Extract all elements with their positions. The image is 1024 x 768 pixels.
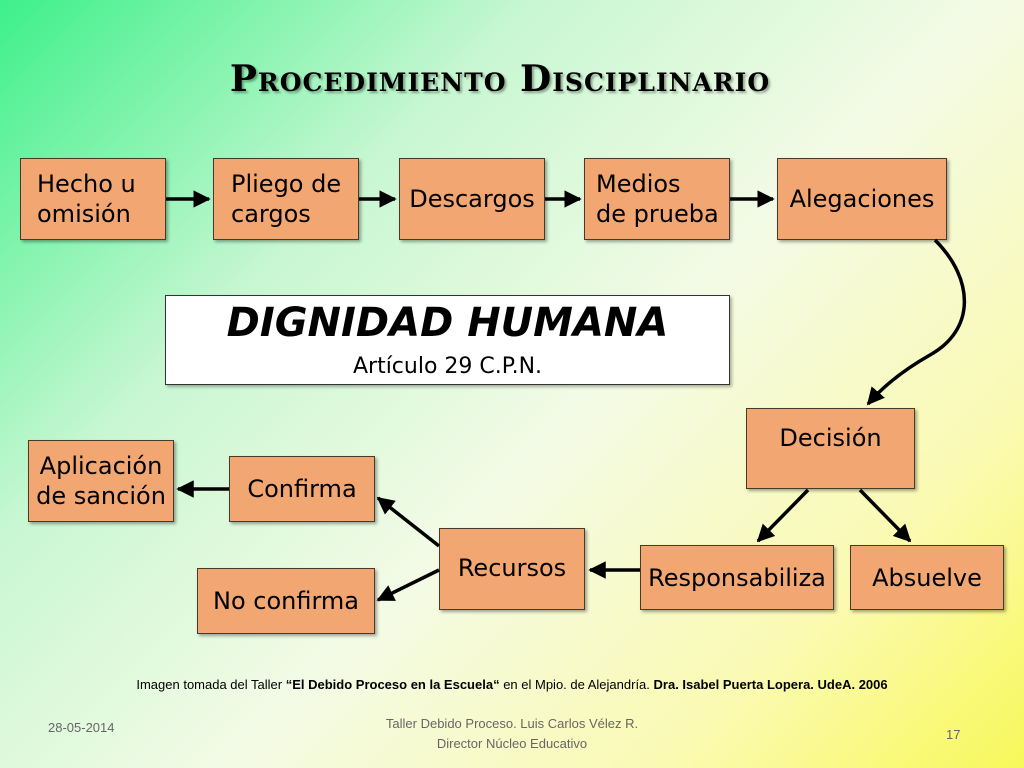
node-no-confirma: No confirma [197, 568, 375, 634]
node-descargos: Descargos [399, 158, 545, 240]
footer-center: Taller Debido Proceso. Luis Carlos Vélez… [312, 714, 712, 753]
footer-date: 28-05-2014 [48, 720, 115, 735]
node-label: No confirma [212, 587, 359, 615]
node-label: Confirma [247, 475, 357, 503]
caption-author: Dra. Isabel Puerta Lopera. UdeA. 2006 [653, 677, 888, 692]
caption-text: Imagen tomada del Taller [136, 677, 286, 692]
node-label: Aplicación de sanción [36, 452, 166, 510]
node-label: Hecho u omisión [37, 170, 136, 228]
slide-number: 17 [946, 727, 961, 742]
node-label: Descargos [409, 185, 535, 213]
caption-text: en el Mpio. de Alejandría. [499, 677, 654, 692]
node-recursos: Recursos [439, 528, 585, 610]
node-label: Decisión [779, 424, 882, 452]
node-label: Pliego de cargos [231, 170, 342, 228]
footer-line-1: Taller Debido Proceso. Luis Carlos Vélez… [385, 716, 639, 731]
node-label: Responsabiliza [648, 563, 826, 592]
node-responsabiliza: Responsabiliza [640, 545, 834, 610]
node-label: Alegaciones [789, 185, 935, 213]
footer-line-2: Director Núcleo Educativo [436, 735, 588, 751]
arrow-alegaciones-to-decision [866, 238, 967, 406]
article-reference: Artículo 29 C.P.N. [352, 354, 543, 379]
dignidad-humana-heading: DIGNIDAD HUMANA [226, 300, 669, 346]
arrow-recursos-to-confirma [376, 496, 441, 548]
image-credit-caption: Imagen tomada del Taller “El Debido Proc… [0, 677, 1024, 692]
slide-title: Procedimiento Disciplinario [229, 58, 771, 100]
node-aplicacion-de-sancion: Aplicación de sanción [28, 440, 174, 522]
caption-workshop-title: “El Debido Proceso en la Escuela“ [285, 677, 500, 692]
node-medios-de-prueba: Medios de prueba [584, 158, 730, 240]
dignidad-humana-box: DIGNIDAD HUMANA Artículo 29 C.P.N. [165, 295, 730, 385]
node-absuelve: Absuelve [850, 545, 1004, 610]
node-confirma: Confirma [229, 456, 375, 522]
arrow-recursos-to-no-confirma [376, 568, 440, 602]
node-hecho-u-omision: Hecho u omisión [20, 158, 166, 240]
arrow-decision-to-absuelve [858, 488, 912, 543]
node-label: Recursos [457, 554, 567, 582]
node-alegaciones: Alegaciones [777, 158, 947, 240]
node-label: Medios de prueba [596, 170, 719, 228]
arrow-decision-to-responsabiliza [756, 488, 810, 543]
node-decision: Decisión [746, 408, 915, 489]
node-pliego-de-cargos: Pliego de cargos [213, 158, 359, 240]
node-label: Absuelve [872, 563, 982, 592]
